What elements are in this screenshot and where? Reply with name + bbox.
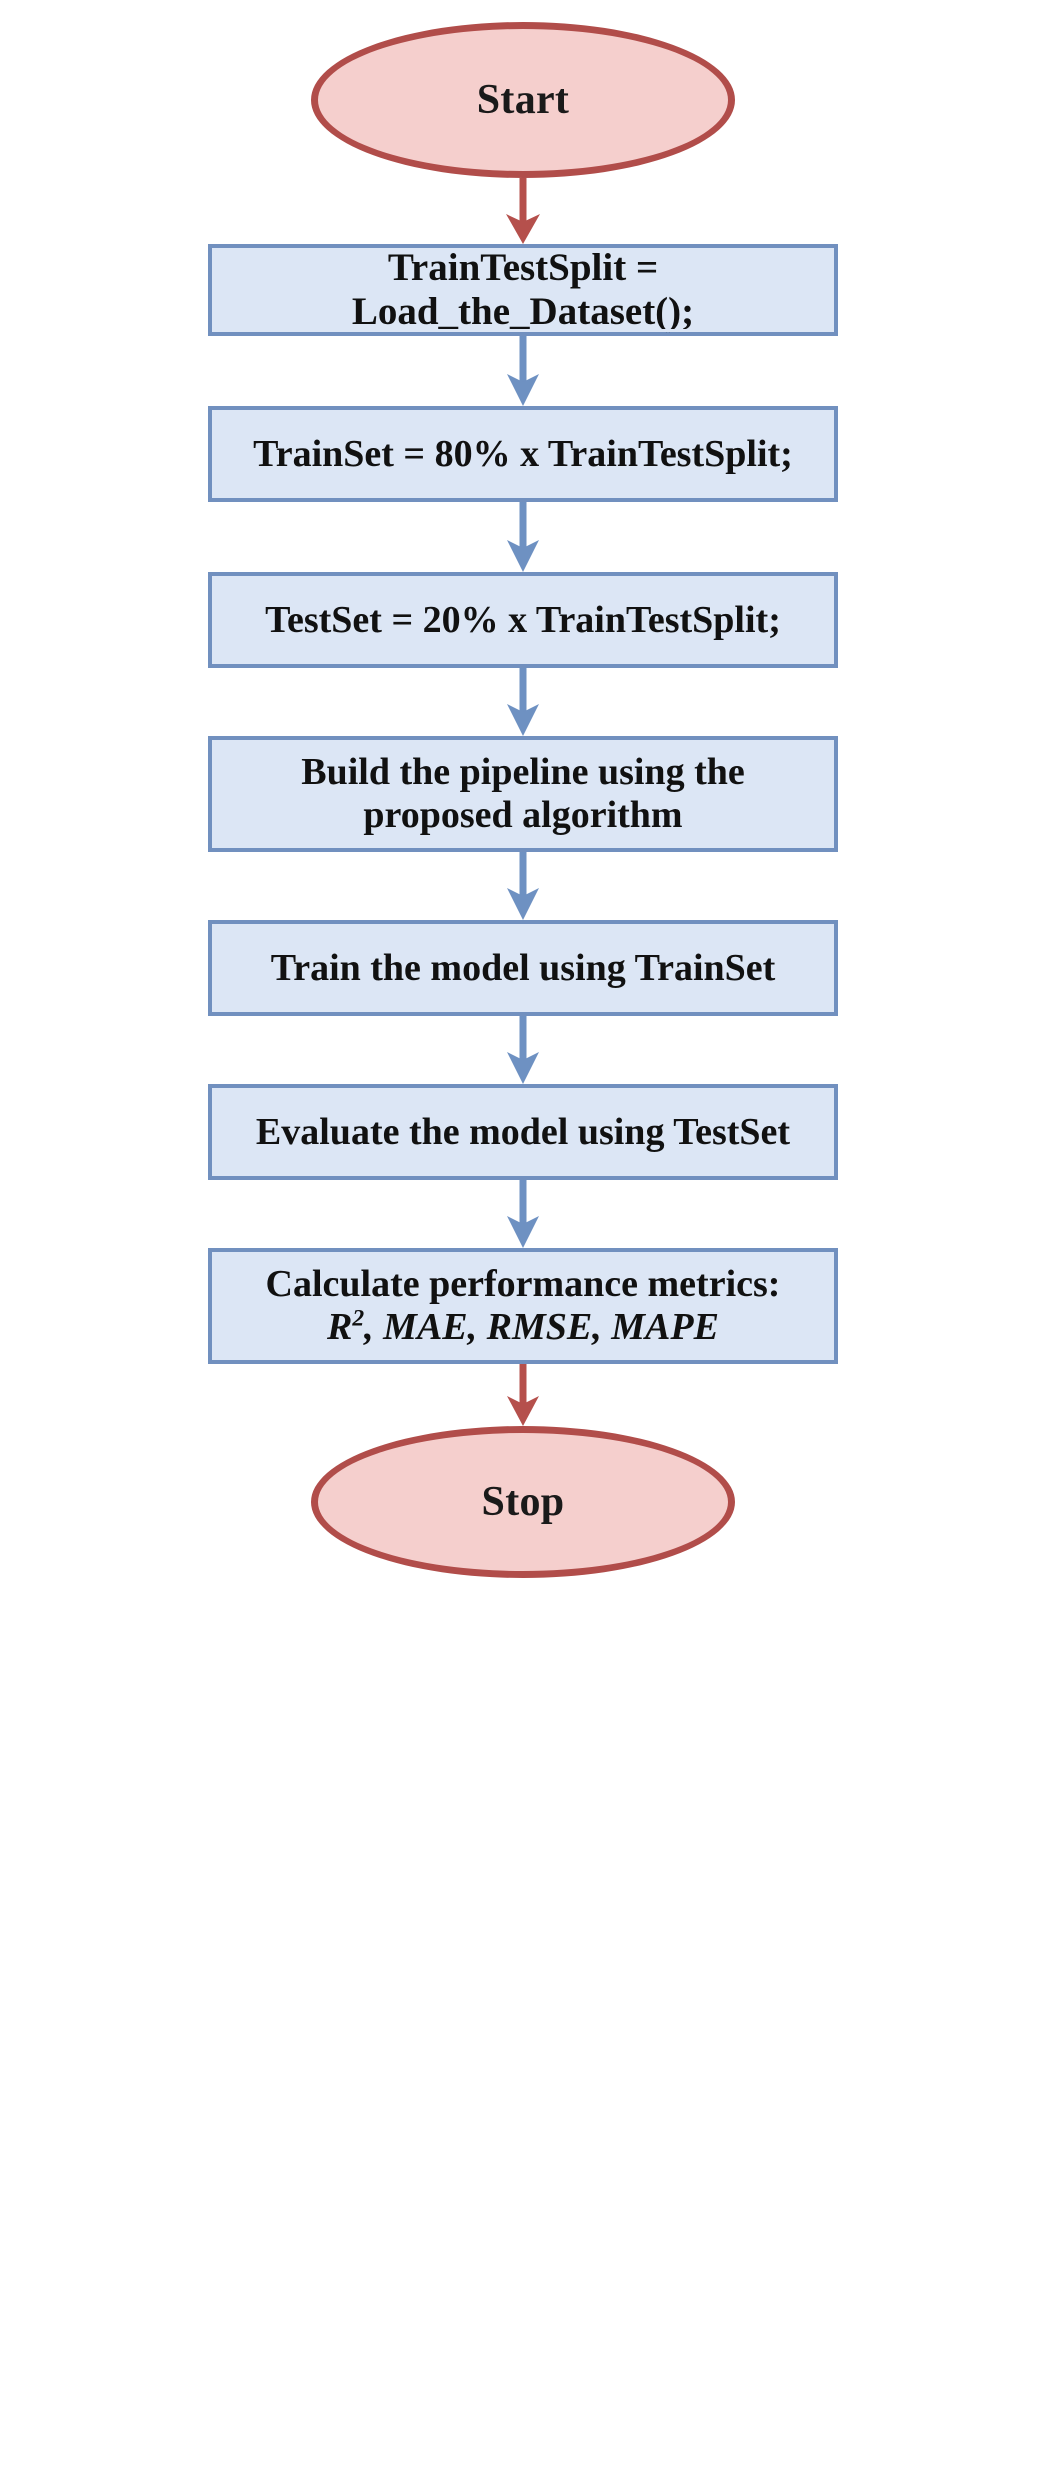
metric-list: , MAE, RMSE, MAPE — [364, 1306, 719, 1348]
node-start: Start — [311, 22, 735, 178]
edge-load-to-trainset — [0, 336, 1046, 406]
edge-evaluate-to-metrics — [0, 1180, 1046, 1248]
edge-trainset-to-testset — [0, 502, 1046, 572]
node-evaluate-model-label: Evaluate the model using TestSet — [255, 1110, 791, 1153]
metric-r-exponent: 2 — [352, 1305, 365, 1332]
node-stop: Stop — [311, 1426, 735, 1578]
node-build-pipeline-label-line2: proposed algorithm — [363, 794, 683, 836]
edge-pipeline-to-train — [0, 852, 1046, 920]
node-train-model: Train the model using TrainSet — [208, 920, 838, 1016]
node-testset: TestSet = 20% x TrainTestSplit; — [208, 572, 838, 668]
node-load-dataset: TrainTestSplit = Load_the_Dataset(); — [208, 244, 838, 336]
metric-r-symbol: R — [327, 1306, 353, 1348]
node-calculate-metrics-label-line1: Calculate performance metrics: — [265, 1263, 781, 1306]
edge-train-to-evaluate — [0, 1016, 1046, 1084]
node-testset-label: TestSet = 20% x TrainTestSplit; — [265, 598, 781, 641]
node-calculate-metrics: Calculate performance metrics: R2, MAE, … — [208, 1248, 838, 1364]
node-build-pipeline-label-line1: Build the pipeline using the — [301, 751, 745, 794]
edge-start-to-load — [0, 178, 1046, 244]
node-trainset-label: TrainSet = 80% x TrainTestSplit; — [253, 432, 793, 475]
node-load-dataset-label: TrainTestSplit = Load_the_Dataset(); — [351, 246, 695, 333]
node-start-label: Start — [476, 77, 570, 123]
node-train-model-label: Train the model using TrainSet — [270, 946, 776, 989]
edge-metrics-to-stop — [0, 1364, 1046, 1426]
node-evaluate-model: Evaluate the model using TestSet — [208, 1084, 838, 1180]
node-stop-label: Stop — [481, 1479, 565, 1525]
node-build-pipeline: Build the pipeline using the proposed al… — [208, 736, 838, 852]
node-calculate-metrics-label-line2: R2, MAE, RMSE, MAPE — [327, 1306, 719, 1349]
node-trainset: TrainSet = 80% x TrainTestSplit; — [208, 406, 838, 502]
edge-testset-to-pipeline — [0, 668, 1046, 736]
